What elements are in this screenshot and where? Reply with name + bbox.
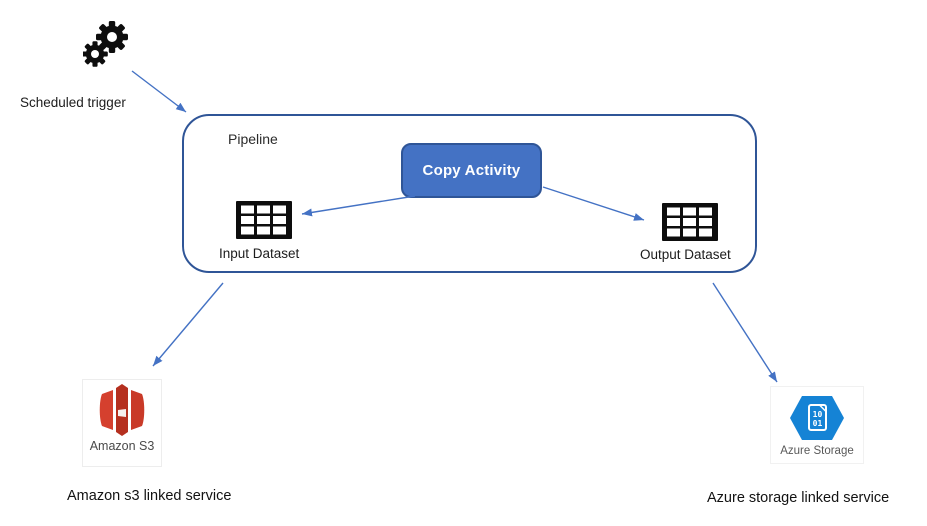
copy-activity-node: Copy Activity — [401, 143, 542, 198]
azure-storage-figure: 10 01 Azure Storage — [770, 386, 864, 464]
pipeline-container: Pipeline Copy Activity Input Dataset Out… — [182, 114, 757, 273]
azure-doc-line1: 10 — [813, 410, 823, 419]
amazon-linked-service-label: Amazon s3 linked service — [67, 488, 232, 504]
amazon-s3-icon — [99, 384, 145, 436]
azure-storage-icon: 10 01 — [790, 396, 844, 440]
amazon-s3-figure: Amazon S3 — [82, 379, 162, 467]
input-dataset-label: Input Dataset — [219, 246, 300, 261]
output-dataset-label: Output Dataset — [640, 247, 731, 262]
azure-linked-service-label: Azure storage linked service — [707, 490, 890, 506]
azure-storage-icon-caption: Azure Storage — [780, 445, 854, 457]
output-dataset-table-icon — [662, 203, 718, 241]
pipeline-label: Pipeline — [228, 131, 278, 147]
gears-icon — [83, 21, 128, 67]
azure-doc-line2: 01 — [813, 419, 823, 428]
arrow-trigger-to-pipeline — [131, 70, 187, 113]
scheduled-trigger-label: Scheduled trigger — [20, 95, 126, 110]
amazon-s3-icon-caption: Amazon S3 — [89, 439, 155, 453]
copy-activity-label: Copy Activity — [422, 162, 521, 179]
input-dataset-table-icon — [236, 201, 292, 239]
arrow-output-to-azure-storage — [712, 282, 778, 383]
arrow-input-to-amazon-s3 — [152, 282, 224, 367]
